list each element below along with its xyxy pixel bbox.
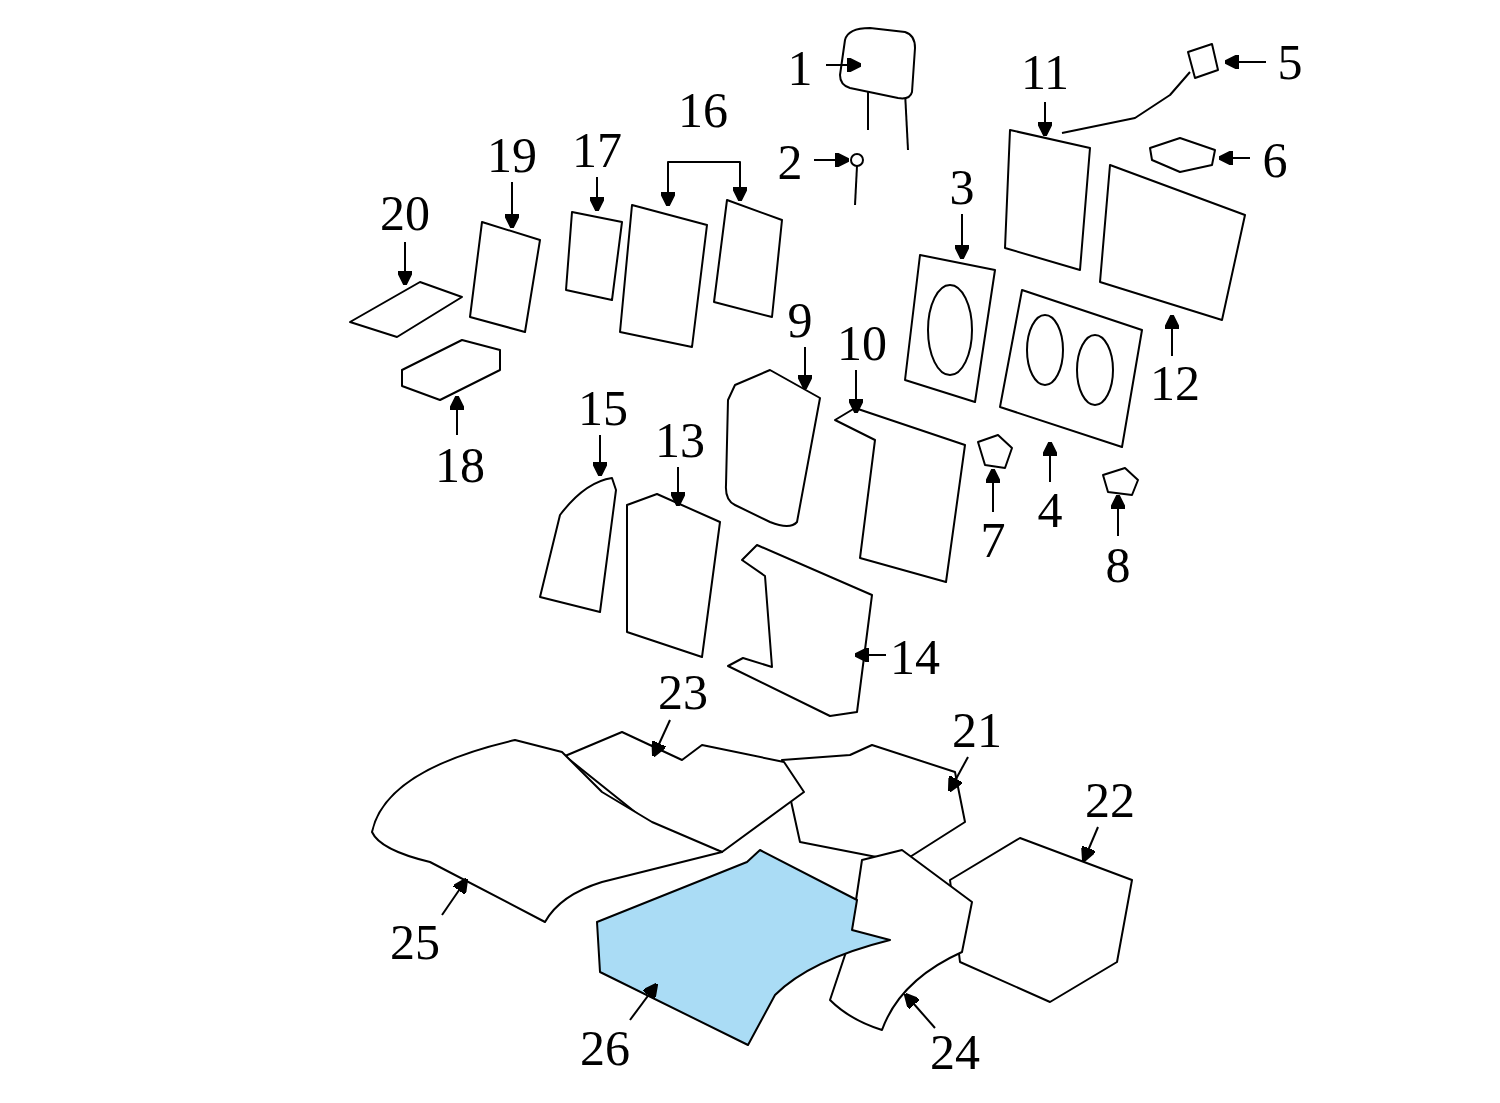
drawing-stroke [350,282,462,337]
drawing-stroke [782,745,965,862]
leader-lines [405,62,1266,1028]
drawing-stroke [1150,138,1215,172]
callout-number: 9 [788,295,813,345]
callout-number: 13 [655,415,705,465]
drawing-stroke [867,88,869,130]
callout-number: 1 [788,43,813,93]
drawing-stroke [950,757,968,790]
drawing-stroke [668,162,740,205]
drawing-stroke [511,182,513,227]
drawing-stroke [840,28,915,98]
callout-number: 14 [890,632,940,682]
drawing-stroke [905,255,995,402]
drawing-stroke [402,340,500,400]
callout-number: 22 [1085,775,1135,825]
drawing-stroke [851,154,863,166]
callout-number: 19 [487,130,537,180]
callout-number: 5 [1278,37,1303,87]
drawing-stroke [1103,468,1138,495]
callout-number: 26 [580,1023,630,1073]
drawing-stroke [728,545,872,716]
drawing-stroke [630,985,656,1020]
drawing-stroke [726,370,820,526]
drawing-stroke [856,654,886,656]
drawing-stroke [1220,157,1250,159]
drawing-stroke [597,850,890,1045]
callout-number: 15 [578,383,628,433]
callout-number: 25 [390,917,440,967]
drawing-stroke [596,177,598,210]
drawing-stroke [906,995,935,1028]
drawing-stroke [620,205,707,347]
callout-number: 8 [1106,540,1131,590]
drawing-stroke [1027,315,1063,385]
drawing-stroke [540,478,616,612]
drawing-stroke [1062,72,1190,133]
drawing-stroke [961,214,963,258]
callout-number: 12 [1150,358,1200,408]
drawing-stroke [804,347,806,388]
drawing-stroke [470,222,540,332]
drawing-stroke [404,242,406,284]
drawing-stroke [928,285,972,375]
drawing-stroke [1049,443,1051,482]
drawing-stroke [835,408,965,582]
callout-number: 24 [930,1027,980,1077]
drawing-stroke [978,435,1012,468]
drawing-stroke [826,64,860,66]
callout-number: 7 [981,515,1006,565]
drawing-stroke [442,880,466,915]
drawing-stroke [1044,102,1046,135]
drawing-stroke [905,92,908,150]
drawing-stroke [814,159,848,161]
callout-number: 23 [658,667,708,717]
drawing-stroke [1117,496,1119,536]
callout-number: 2 [778,137,803,187]
drawing-stroke [950,838,1132,1002]
drawing-stroke [1077,335,1113,405]
drawing-stroke [992,470,994,512]
seat-parts [350,28,1245,1045]
drawing-stroke [566,212,622,300]
drawing-stroke [1171,316,1173,356]
drawing-stroke [1188,44,1218,78]
drawing-stroke [1226,61,1266,63]
callout-number: 17 [572,125,622,175]
drawing-stroke [714,200,782,317]
drawing-stroke [855,166,857,205]
drawing-stroke [627,494,720,657]
callout-number: 10 [837,318,887,368]
callout-number: 16 [678,85,728,135]
drawing-stroke [1000,290,1142,447]
callout-number: 6 [1263,135,1288,185]
callout-number: 3 [950,162,975,212]
drawing-stroke [456,397,458,435]
drawing-stroke [1005,130,1090,270]
drawing-stroke [599,435,601,475]
drawing-stroke [1084,827,1098,860]
drawing-stroke [855,370,857,412]
drawing-stroke [654,720,670,755]
drawing-stroke [1100,165,1245,320]
callout-number: 4 [1038,485,1063,535]
drawing-stroke [677,467,679,505]
callout-number: 11 [1021,47,1069,97]
callout-number: 20 [380,188,430,238]
callout-number: 18 [435,440,485,490]
callout-number: 21 [952,705,1002,755]
